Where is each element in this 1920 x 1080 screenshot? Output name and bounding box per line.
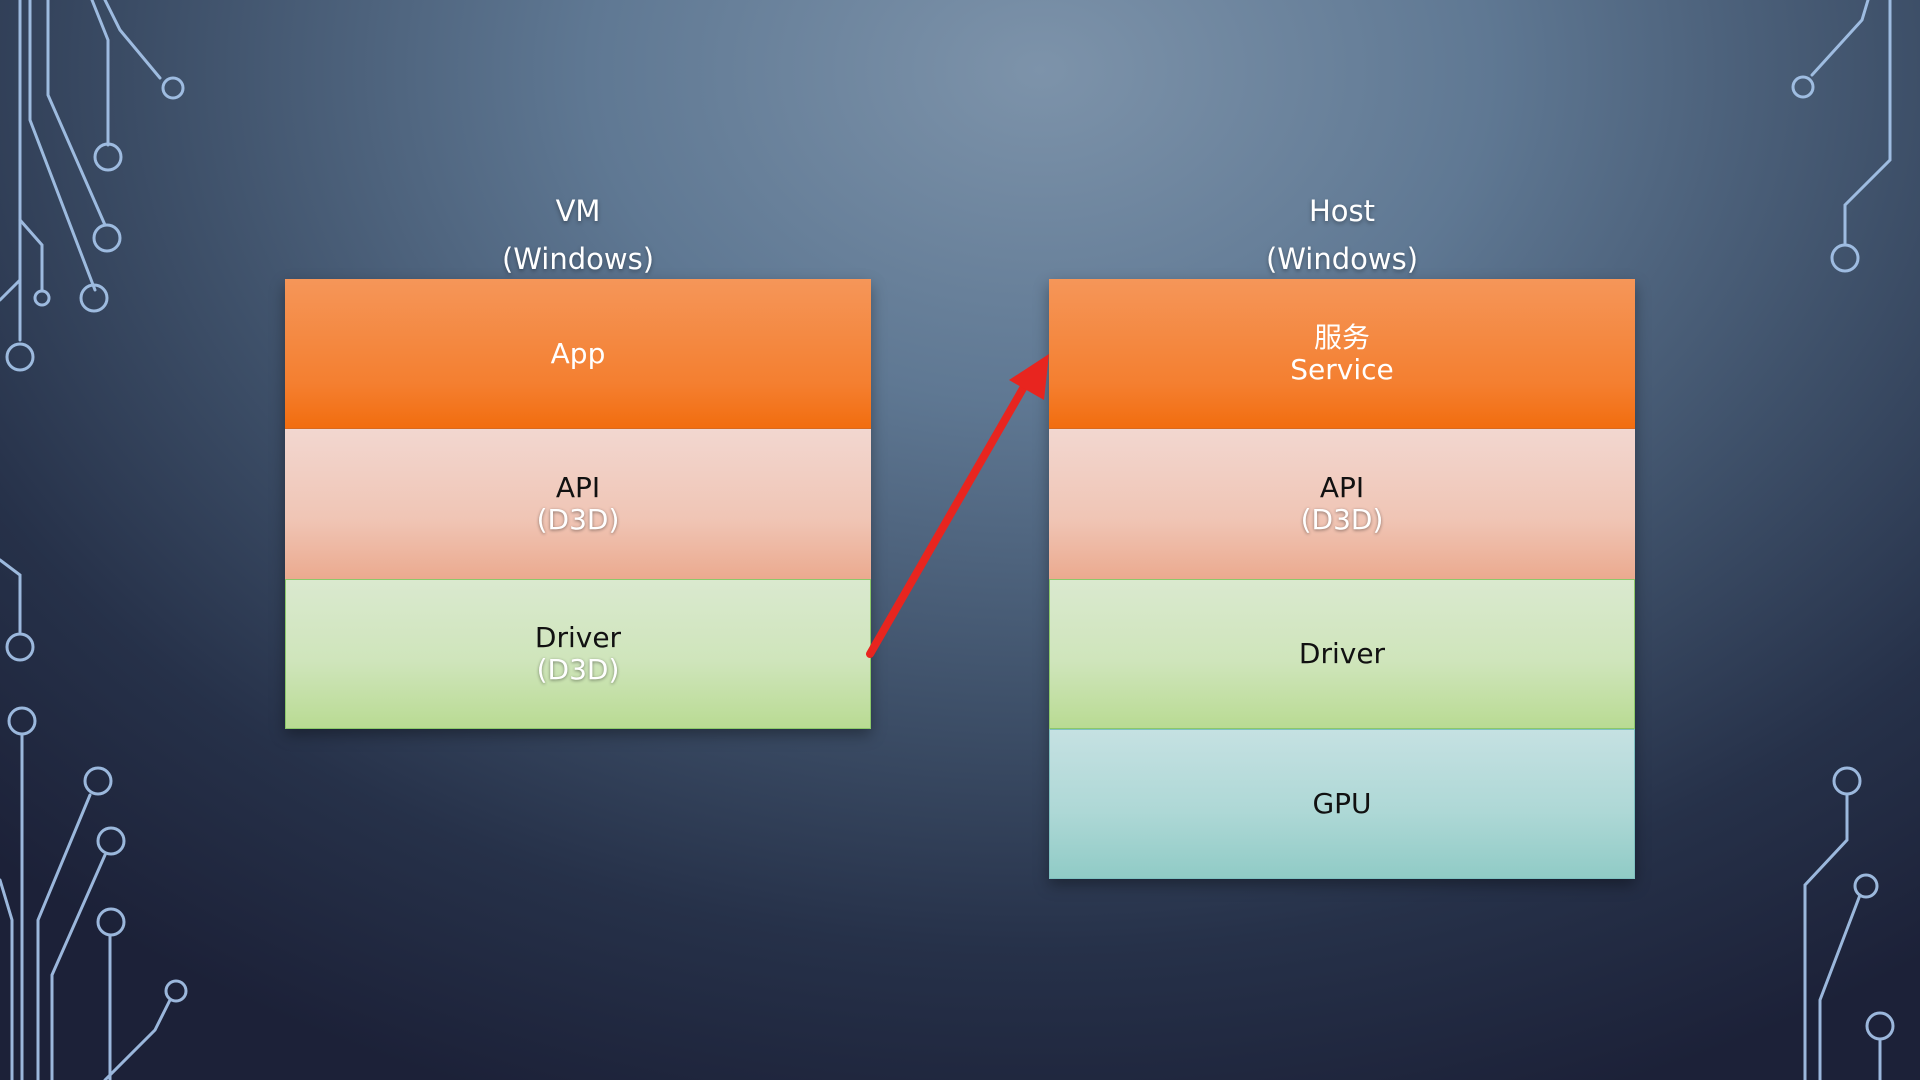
host-stack: 服务 Service API (D3D) Driver GPU bbox=[1049, 279, 1635, 879]
vm-app-label: App bbox=[550, 336, 606, 370]
host-driver-label: Driver bbox=[1298, 637, 1386, 670]
host-gpu-layer: GPU bbox=[1049, 729, 1635, 879]
host-api-layer: API (D3D) bbox=[1049, 429, 1635, 579]
host-service-label-zh: 服务 bbox=[1313, 320, 1370, 354]
host-service-label: Service bbox=[1290, 352, 1394, 386]
arrow-head-icon bbox=[1009, 354, 1049, 400]
host-heading: Host (Windows) bbox=[1049, 187, 1635, 283]
host-api-sub: (D3D) bbox=[1300, 503, 1384, 536]
arrow-line bbox=[866, 374, 1033, 658]
vm-api-label: API bbox=[555, 471, 601, 504]
vm-api-sub: (D3D) bbox=[536, 503, 620, 536]
vm-driver-label: Driver bbox=[534, 621, 622, 654]
host-api-label: API bbox=[1319, 471, 1365, 504]
host-driver-layer: Driver bbox=[1049, 579, 1635, 729]
host-gpu-label: GPU bbox=[1312, 787, 1372, 820]
vm-driver-layer: Driver (D3D) bbox=[285, 579, 871, 729]
vm-stack: App API (D3D) Driver (D3D) bbox=[285, 279, 871, 729]
host-service-layer: 服务 Service bbox=[1049, 279, 1635, 429]
host-subtitle: (Windows) bbox=[1265, 242, 1419, 276]
vm-app-layer: App bbox=[285, 279, 871, 429]
vm-subtitle: (Windows) bbox=[501, 242, 655, 276]
vm-heading: VM (Windows) bbox=[285, 187, 871, 283]
vm-title: VM bbox=[555, 194, 601, 228]
vm-api-layer: API (D3D) bbox=[285, 429, 871, 579]
host-title: Host bbox=[1308, 194, 1376, 228]
vm-driver-sub: (D3D) bbox=[536, 653, 620, 686]
